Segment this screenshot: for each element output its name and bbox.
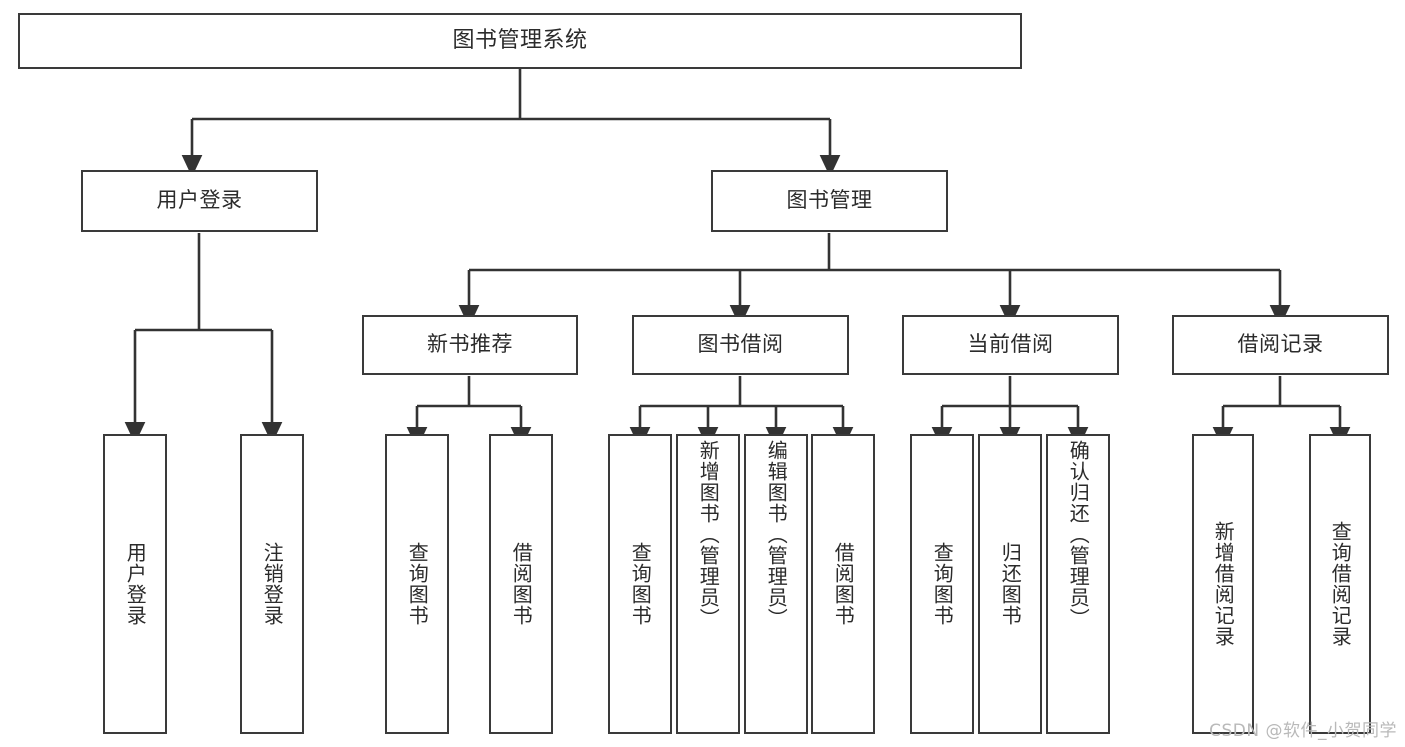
- node-current-borrow-label: 当前借阅: [967, 332, 1054, 357]
- node-leaf-label: 用户登录: [123, 542, 148, 626]
- node-leaf-label: 借阅图书: [509, 542, 534, 626]
- node-book-manage-label: 图书管理: [786, 188, 873, 213]
- node-leaf-borrow-add-book-admin[interactable]: 新增图书（管理员）: [676, 434, 740, 734]
- node-leaf-label: 归还图书: [998, 542, 1023, 626]
- node-leaf-recommend-query-book[interactable]: 查询图书: [385, 434, 449, 734]
- node-new-book-recommend-label: 新书推荐: [427, 332, 513, 357]
- node-leaf-label: 编辑图书（管理员）: [764, 440, 789, 629]
- node-root[interactable]: 图书管理系统: [18, 13, 1022, 69]
- node-leaf-label: 注销登录: [260, 542, 285, 626]
- node-leaf-label: 新增借阅记录: [1211, 521, 1236, 647]
- node-leaf-label: 查询借阅记录: [1328, 521, 1353, 647]
- watermark-text: CSDN @软件_小贺同学: [1209, 721, 1397, 741]
- node-new-book-recommend[interactable]: 新书推荐: [362, 315, 578, 375]
- node-leaf-current-confirm-return-admin[interactable]: 确认归还（管理员）: [1046, 434, 1110, 734]
- node-leaf-current-query-book[interactable]: 查询图书: [910, 434, 974, 734]
- node-user-login[interactable]: 用户登录: [81, 170, 318, 232]
- node-borrow-record-label: 借阅记录: [1237, 332, 1324, 357]
- node-leaf-label: 确认归还（管理员）: [1066, 440, 1091, 629]
- node-borrow-record[interactable]: 借阅记录: [1172, 315, 1389, 375]
- node-leaf-label: 查询图书: [930, 542, 955, 626]
- node-leaf-current-return-book[interactable]: 归还图书: [978, 434, 1042, 734]
- node-leaf-borrow-borrow-book[interactable]: 借阅图书: [811, 434, 875, 734]
- node-leaf-label: 查询图书: [405, 542, 430, 626]
- node-book-borrow-label: 图书借阅: [697, 332, 784, 357]
- node-leaf-user-login-logout[interactable]: 注销登录: [240, 434, 304, 734]
- node-book-borrow[interactable]: 图书借阅: [632, 315, 849, 375]
- node-leaf-borrow-edit-book-admin[interactable]: 编辑图书（管理员）: [744, 434, 808, 734]
- node-leaf-record-add-record[interactable]: 新增借阅记录: [1192, 434, 1254, 734]
- node-leaf-label: 新增图书（管理员）: [696, 440, 721, 629]
- node-leaf-borrow-query-book[interactable]: 查询图书: [608, 434, 672, 734]
- node-leaf-label: 查询图书: [628, 542, 653, 626]
- node-leaf-record-query-record[interactable]: 查询借阅记录: [1309, 434, 1371, 734]
- node-leaf-label: 借阅图书: [831, 542, 856, 626]
- node-book-manage[interactable]: 图书管理: [711, 170, 948, 232]
- node-root-label: 图书管理系统: [452, 27, 588, 53]
- node-leaf-user-login-login[interactable]: 用户登录: [103, 434, 167, 734]
- node-current-borrow[interactable]: 当前借阅: [902, 315, 1119, 375]
- node-leaf-recommend-borrow-book[interactable]: 借阅图书: [489, 434, 553, 734]
- node-user-login-label: 用户登录: [156, 188, 243, 213]
